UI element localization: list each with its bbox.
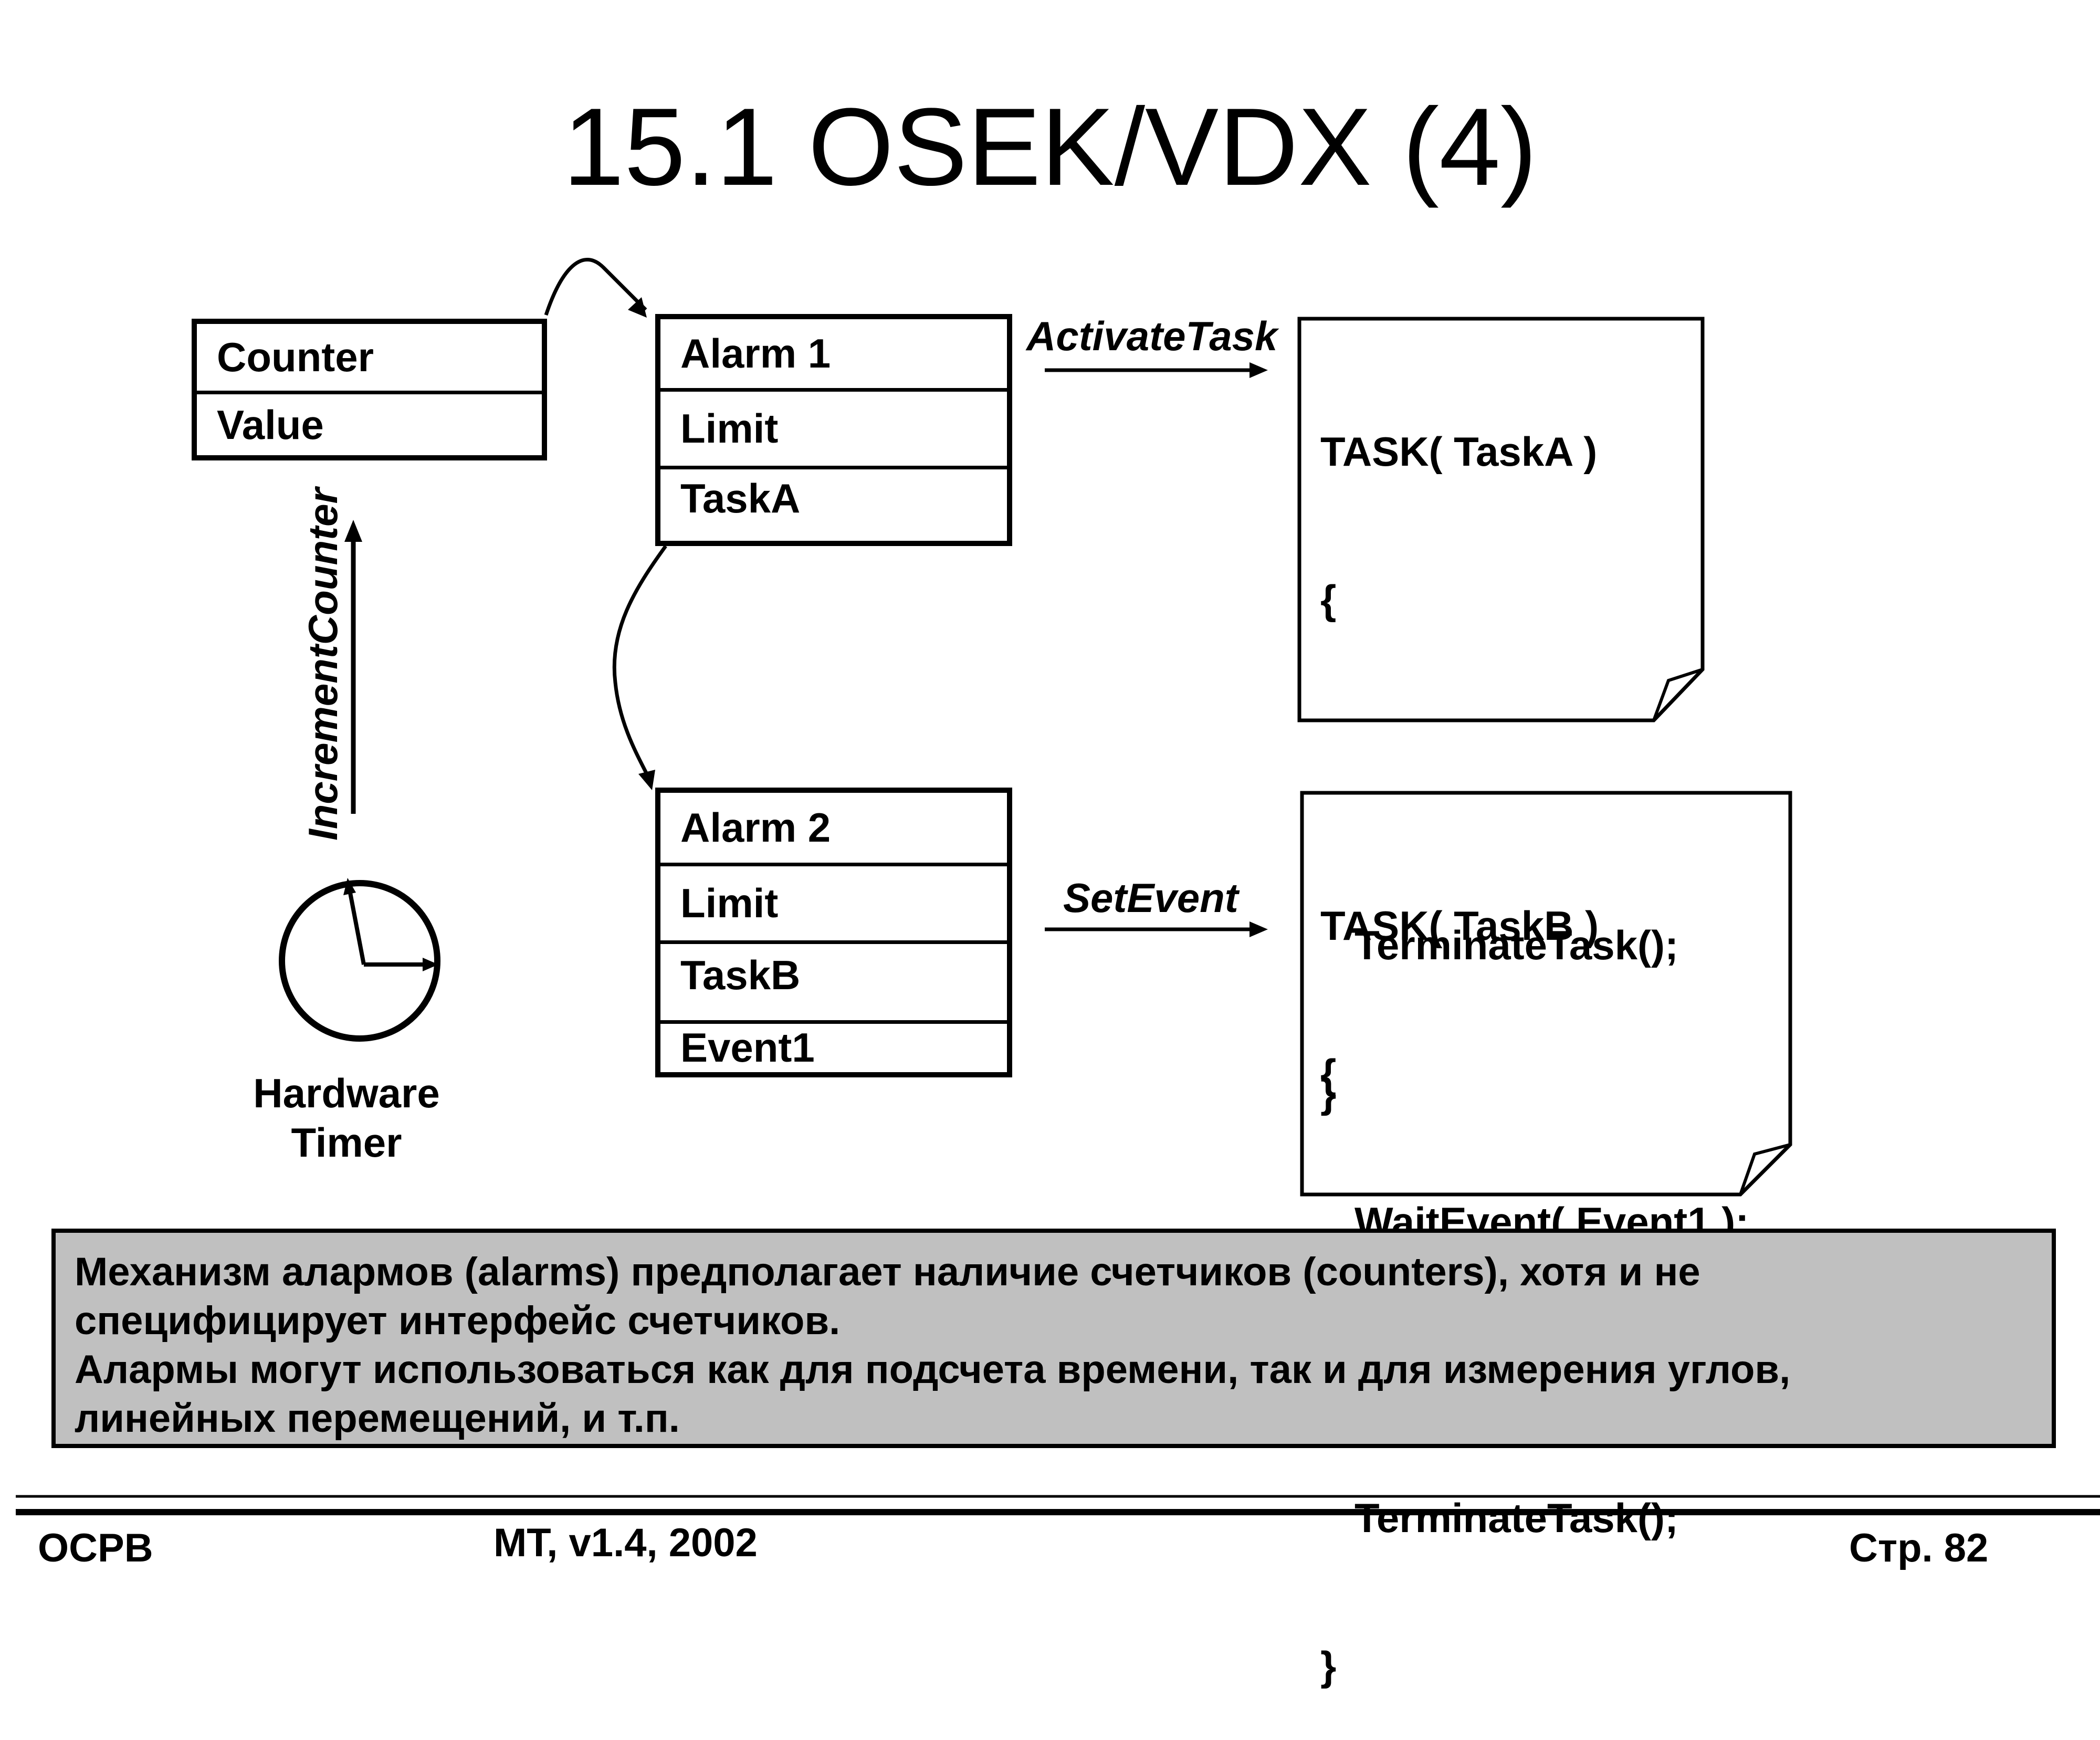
task-a-paper [1297, 317, 1705, 722]
footer-left: OCPB [38, 1526, 153, 1570]
hardware-timer-line1: Hardware [253, 1070, 440, 1116]
counter-box: Counter Value [192, 319, 547, 460]
task-b-line1: TASK( TaskB ) [1320, 903, 1599, 949]
task-a-line2: { [1320, 576, 1337, 623]
value-row: Value [217, 401, 324, 448]
note-box: Механизм алармов (alarms) предполагает н… [51, 1229, 2056, 1448]
hardware-timer-label: Hardware Timer [236, 1068, 457, 1167]
alarm1-title-row: Alarm 1 [660, 319, 1007, 392]
footer-right: Стр. 82 [1849, 1526, 1989, 1570]
note-line4: линейных перемещений, и т.п. [75, 1396, 680, 1441]
activate-task-label: ActivateTask [1026, 313, 1278, 359]
alarm2-box: Alarm 2 Limit TaskB Event1 [655, 788, 1012, 1077]
set-event-label: SetEvent [1063, 875, 1238, 921]
alarm2-title-row: Alarm 2 [660, 793, 1007, 866]
alarm2-task-row: TaskB [660, 944, 1007, 1024]
footer-center: MT, v1.4, 2002 [494, 1521, 758, 1565]
alarm1-task-row: TaskA [680, 475, 801, 521]
alarm1-box: Alarm 1 Limit TaskA [655, 314, 1012, 546]
task-b-paper [1300, 791, 1792, 1197]
task-b-line2: { [1320, 1051, 1337, 1097]
alarm1-limit-row: Limit [660, 392, 1007, 469]
note-line2: специфицирует интерфейс счетчиков. [75, 1298, 841, 1343]
task-a-line4: } [1320, 1070, 1337, 1116]
note-line3: Алармы могут использоваться как для подс… [75, 1347, 1791, 1392]
diagram-graphics [16, 258, 2100, 1515]
clock-icon [279, 878, 440, 1042]
task-a-line1: TASK( TaskA ) [1320, 428, 1598, 475]
increment-counter-label: IncrementCounter [300, 488, 346, 841]
counter-row: Counter [197, 324, 542, 394]
task-a-code: TASK( TaskA ) { TerminateTask(); } [1320, 328, 1678, 1167]
hardware-timer-line2: Timer [291, 1119, 402, 1166]
task-b-line5: } [1320, 1643, 1337, 1689]
slide-title: 15.1 OSEK/VDX (4) [563, 85, 1537, 208]
task-b-line4: TerminateTask(); [1320, 1495, 1678, 1541]
alarm2-event-row: Event1 [680, 1024, 815, 1071]
alarm2-limit-row: Limit [660, 866, 1007, 944]
task-a-line3: TerminateTask(); [1320, 922, 1678, 968]
note-line1: Механизм алармов (alarms) предполагает н… [75, 1250, 1700, 1294]
counter-to-alarm1-arrow [544, 258, 647, 316]
alarm1-to-alarm2-arrow [612, 544, 667, 778]
